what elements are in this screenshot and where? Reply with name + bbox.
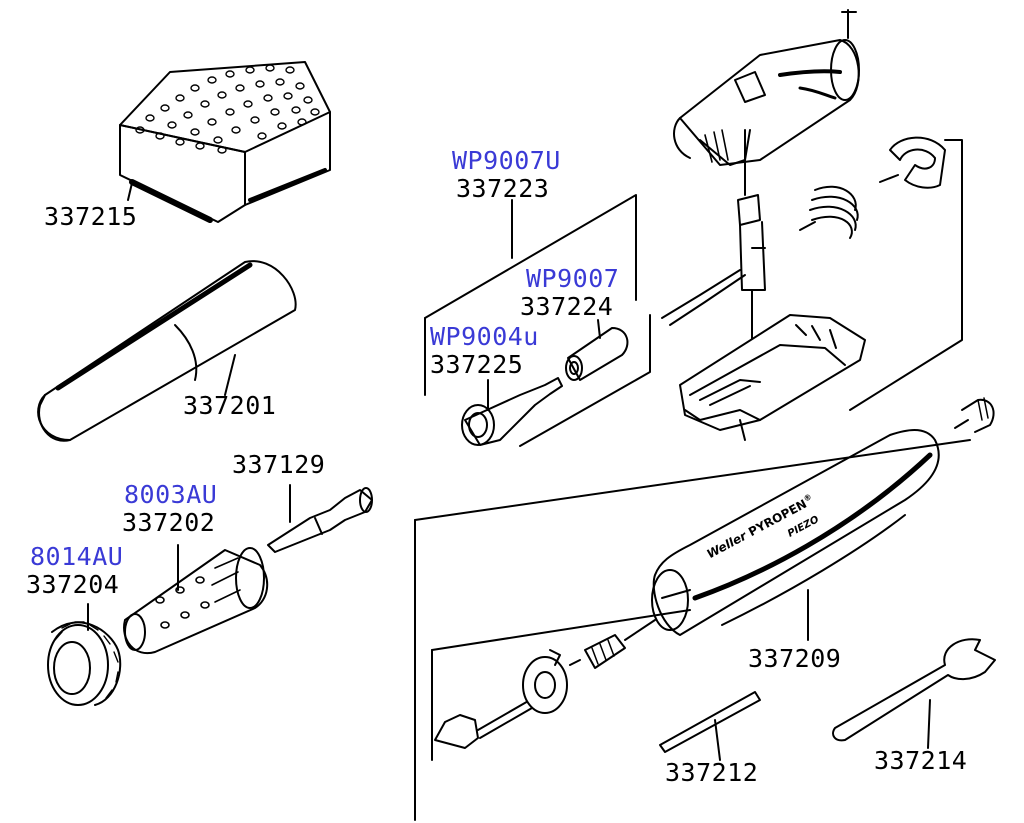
clip-ring bbox=[849, 136, 963, 411]
small-sleeve bbox=[565, 319, 629, 381]
part-label-337202: 337202 bbox=[122, 508, 216, 537]
part-label-337204: 337204 bbox=[26, 570, 120, 599]
knurled-nut bbox=[47, 603, 122, 706]
part-label-337212: 337212 bbox=[665, 758, 759, 787]
part-label-337215: 337215 bbox=[44, 202, 138, 231]
tip-with-pin bbox=[461, 377, 563, 446]
spring bbox=[799, 185, 859, 239]
part-label-337214: 337214 bbox=[874, 746, 968, 775]
cone-cover bbox=[37, 260, 297, 442]
gas-valve-parts bbox=[431, 609, 691, 761]
part-label-337201: 337201 bbox=[183, 391, 277, 420]
main-handle bbox=[414, 397, 995, 821]
part-label-337225: 337225 bbox=[430, 350, 524, 379]
alt-part-label-8003au: 8003AU bbox=[124, 480, 218, 509]
bracket-337223 bbox=[424, 194, 651, 447]
part-label-337209: 337209 bbox=[748, 644, 842, 673]
lower-housing bbox=[679, 314, 866, 441]
alt-part-label-wp9007u: WP9007U bbox=[452, 146, 561, 175]
soldering-tip bbox=[267, 484, 373, 553]
perforated-sleeve bbox=[123, 544, 269, 655]
wrench bbox=[832, 638, 996, 749]
upper-barrel bbox=[673, 9, 860, 196]
alt-part-label-wp9004u: WP9004u bbox=[430, 322, 539, 351]
pin-337212 bbox=[659, 691, 761, 761]
alt-part-label-8014au: 8014AU bbox=[30, 542, 124, 571]
piezo-element bbox=[661, 194, 766, 341]
sponge-box bbox=[119, 61, 331, 223]
alt-part-label-wp9007: WP9007 bbox=[526, 264, 620, 293]
part-label-337223: 337223 bbox=[456, 174, 550, 203]
part-label-337224: 337224 bbox=[520, 292, 614, 321]
part-label-337129: 337129 bbox=[232, 450, 326, 479]
